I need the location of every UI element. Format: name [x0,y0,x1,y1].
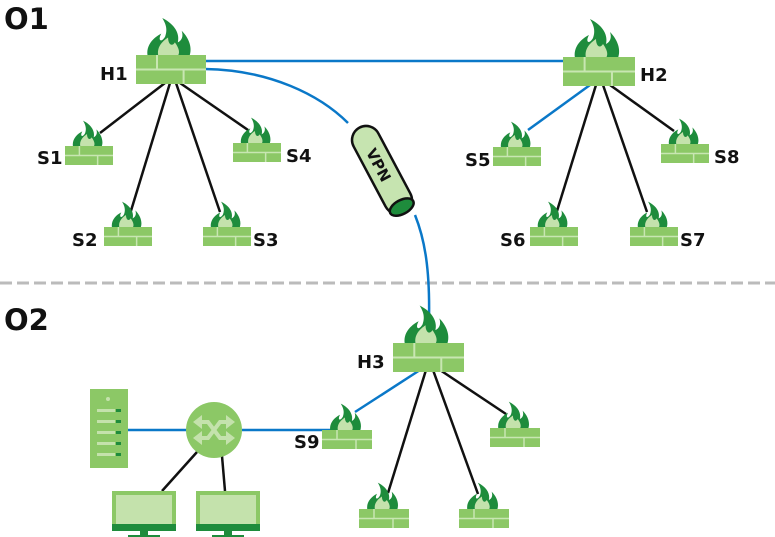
switch-icon [186,402,242,458]
flame-icon [498,401,529,429]
brick-wall-icon [530,227,578,246]
vpn-tunnel: VPN [350,124,415,218]
label-h1: H1 [100,64,128,85]
label-s3: S3 [253,230,279,251]
firewall-s7 [630,201,678,246]
link-h3-u1 [386,369,428,494]
link-h2-s5 [527,83,591,132]
link-h3-u3 [439,368,507,416]
brick-wall-icon [359,509,409,528]
flame-icon [467,482,498,510]
brick-wall-icon [322,430,372,449]
link-h2-s6 [555,84,598,212]
firewall-s9 [322,403,372,449]
brick-wall-icon [459,509,509,528]
brick-wall-icon [661,144,709,163]
label-s9: S9 [294,432,320,453]
firewall-u2 [459,482,509,528]
firewall-s1 [65,120,113,165]
firewall-h3 [393,305,464,372]
org-label-o1: O1 [4,2,49,36]
flame-icon [111,201,142,228]
link-switch-pc1 [161,451,198,492]
firewall-s4 [233,117,281,162]
brick-wall-icon [104,227,152,246]
link-switch-pc2 [220,455,227,492]
firewall-s2 [104,201,152,246]
flame-icon [404,305,449,344]
brick-wall-icon [393,343,464,372]
label-s1: S1 [37,148,63,169]
link-h1-vpn [204,67,349,124]
flame-icon [240,117,271,144]
flame-icon [210,201,241,228]
label-s8: S8 [714,147,740,168]
link-h3-u2 [431,369,480,495]
firewall-h1 [136,18,206,84]
flame-icon [637,201,668,228]
brick-wall-icon [490,428,540,447]
link-h1-s3 [174,82,222,213]
brick-wall-icon [493,147,541,166]
link-h2-s7 [601,84,649,213]
firewalls [65,18,709,528]
firewall-s3 [203,201,251,246]
label-s2: S2 [72,230,98,251]
label-h3: H3 [357,352,385,373]
links [99,59,675,495]
firewall-h2 [563,19,635,86]
label-s7: S7 [680,230,706,251]
firewall-s8 [661,118,709,163]
brick-wall-icon [136,55,206,84]
flame-icon [537,201,568,228]
link-h3-s9 [354,368,421,414]
monitor-icon [196,491,260,537]
org-label-o2: O2 [4,303,49,337]
brick-wall-icon [65,146,113,165]
label-s6: S6 [500,230,526,251]
flame-icon [330,403,361,431]
firewall-u3 [490,401,540,447]
brick-wall-icon [563,57,635,86]
link-h1-s2 [128,82,172,215]
server-icon [90,389,128,468]
flame-icon [574,19,620,58]
link-h1-s1 [99,82,166,134]
firewall-u1 [359,482,409,528]
monitor-icon [112,491,176,537]
label-s5: S5 [465,150,491,171]
label-s4: S4 [286,146,312,167]
link-h1-s4 [179,81,249,132]
brick-wall-icon [203,227,251,246]
link-vpn-h3 [413,214,431,321]
flame-icon [147,18,191,56]
brick-wall-icon [630,227,678,246]
brick-wall-icon [233,143,281,162]
flame-icon [72,120,103,147]
flame-icon [500,121,531,148]
firewall-s5 [493,121,541,166]
flame-icon [367,482,398,510]
flame-icon [668,118,699,145]
firewall-s6 [530,201,578,246]
label-h2: H2 [640,65,668,86]
link-h2-s8 [609,83,675,133]
